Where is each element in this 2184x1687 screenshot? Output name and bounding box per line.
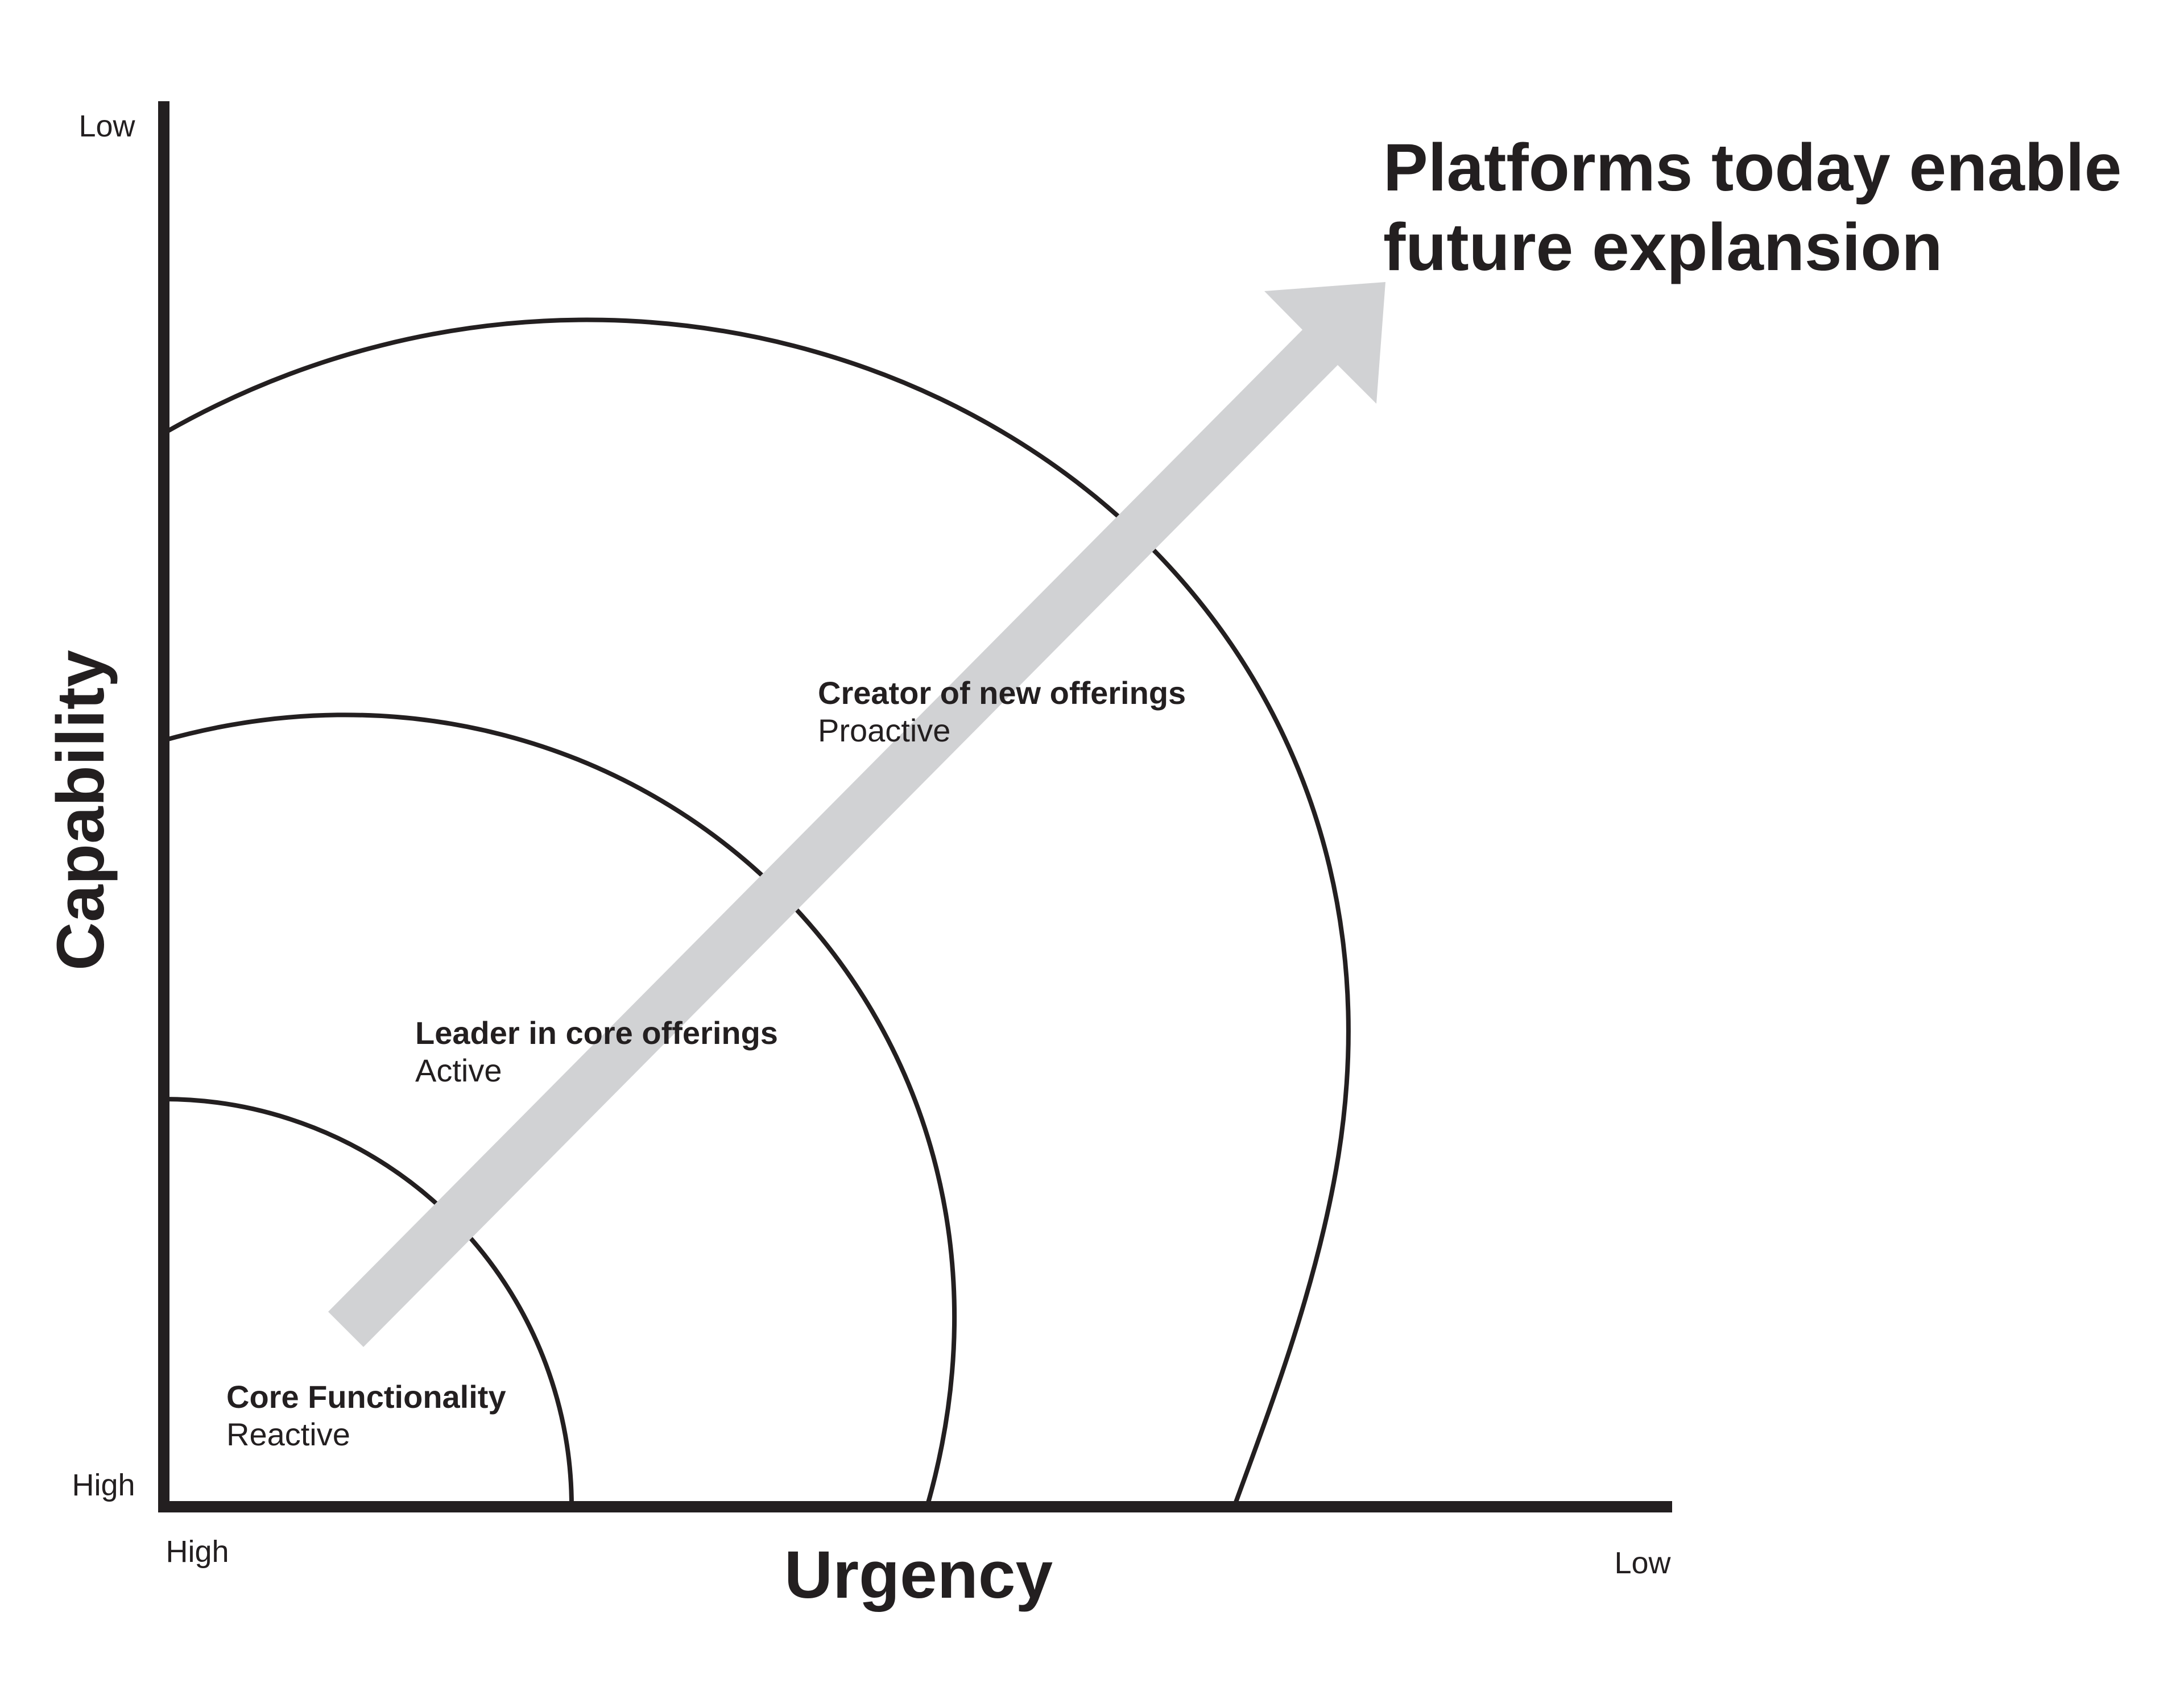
x-axis-title: Urgency — [784, 1537, 1053, 1613]
zone-core-functionality-mode: Reactive — [226, 1416, 350, 1452]
growth-arrow — [328, 282, 1385, 1347]
zone-creator-new-offerings-name: Creator of new offerings — [818, 675, 1186, 711]
x-axis-left-label: High — [166, 1535, 229, 1569]
y-axis-top-label: Low — [78, 109, 135, 143]
y-axis-title: Capability — [43, 650, 118, 971]
headline-line-1: Platforms today enable — [1383, 130, 2121, 205]
zone-core-functionality-name: Core Functionality — [226, 1379, 506, 1415]
x-axis-right-label: Low — [1614, 1546, 1671, 1580]
zone-leader-core-offerings-name: Leader in core offerings — [415, 1015, 778, 1051]
headline-line-2: future explansion — [1383, 210, 1942, 285]
zone-leader-core-offerings-mode: Active — [415, 1052, 502, 1088]
arc-creator-new-offerings — [163, 317, 1351, 1508]
y-axis-bottom-label: High — [72, 1468, 135, 1502]
zone-creator-new-offerings-mode: Proactive — [818, 712, 950, 748]
